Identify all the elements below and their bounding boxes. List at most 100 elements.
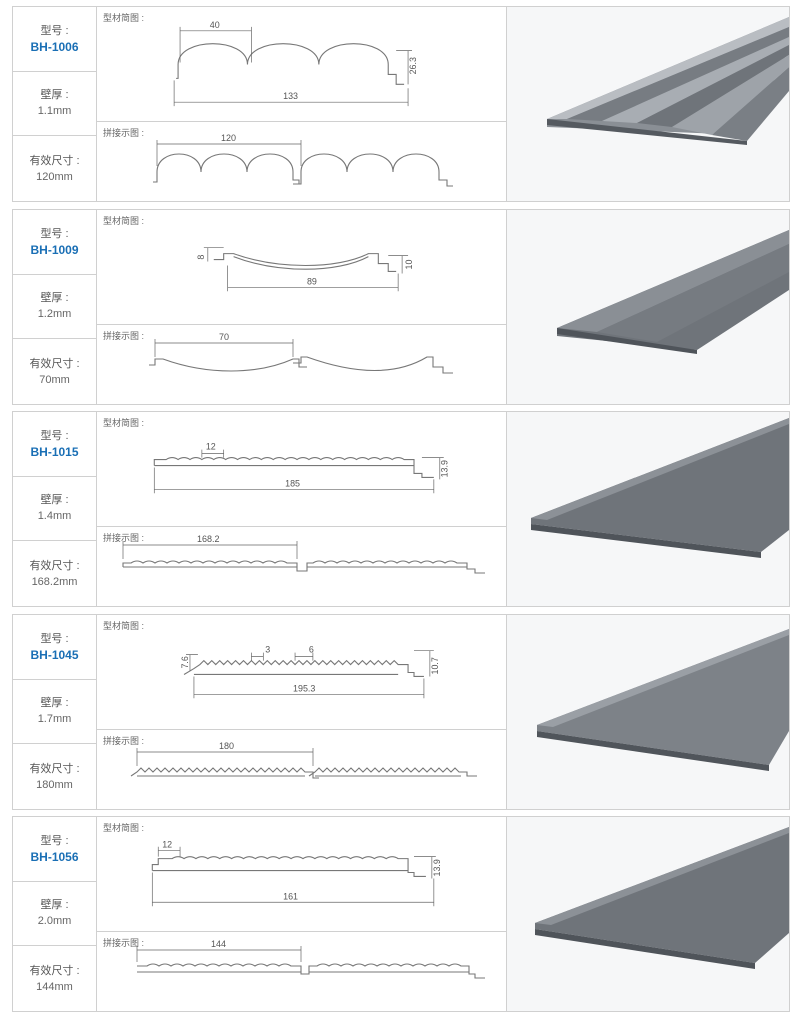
product-row-bh-1045: 型号 : BH-1045 壁厚 : 1.7mm 有效尺寸 : 180mm 型材简…	[12, 614, 790, 810]
dimension-label: 12	[162, 840, 172, 850]
dimension-label: 144	[211, 939, 226, 949]
assembly-drawing: 120	[153, 133, 453, 187]
dimension-line	[294, 652, 314, 661]
effective-size-value: 180mm	[36, 778, 73, 791]
dimension-line	[173, 80, 409, 107]
product-image	[507, 412, 789, 606]
profile-shape	[151, 856, 426, 878]
dimension-label: 12	[206, 442, 216, 452]
effective-size-value: 144mm	[36, 980, 73, 993]
product-row-bh-1056: 型号 : BH-1056 壁厚 : 2.0mm 有效尺寸 : 144mm 型材简…	[12, 816, 790, 1012]
profile-drawing-panel: 型材简图 : 7.6 3 6 10.7 195.3	[97, 615, 506, 730]
profile-shape	[130, 767, 319, 779]
dimension-label: 168.2	[197, 534, 220, 544]
profile-shape	[149, 358, 307, 372]
model-value: BH-1045	[30, 647, 79, 662]
thickness-value: 1.7mm	[37, 713, 72, 726]
product-row-bh-1015: 型号 : BH-1015 壁厚 : 1.4mm 有效尺寸 : 168.2mm 型…	[12, 411, 790, 607]
dimension-line	[227, 265, 399, 292]
effective-size-cell: 有效尺寸 : 144mm	[13, 946, 96, 1011]
thickness-cell: 壁厚 : 1.4mm	[13, 477, 96, 542]
dimension-line	[414, 650, 434, 677]
model-value: BH-1056	[30, 849, 79, 864]
dimension-label: 40	[210, 20, 220, 30]
profile-shape	[213, 253, 397, 273]
thickness-cell: 壁厚 : 2.0mm	[13, 882, 96, 947]
assembly-caption: 拼接示图 :	[103, 736, 145, 746]
product-image	[507, 615, 789, 809]
thickness-cell: 壁厚 : 1.7mm	[13, 680, 96, 745]
dimension-line	[203, 247, 224, 262]
profile-caption: 型材简图 :	[103, 823, 145, 833]
dimension-line	[157, 846, 181, 857]
dimension-label: 120	[221, 133, 236, 143]
dimension-line	[201, 449, 225, 458]
dimension-line	[154, 339, 294, 357]
dimension-label: 70	[219, 332, 229, 342]
profile-drawing-panel: 型材简图 : 12 13.9 161	[97, 817, 506, 932]
effective-size-value: 120mm	[36, 170, 73, 183]
model-label: 型号 :	[40, 429, 69, 442]
assembly-drawing: 144	[136, 939, 485, 979]
effective-size-cell: 有效尺寸 : 70mm	[13, 339, 96, 404]
profile-drawing: 40 26.3 133	[173, 20, 418, 107]
profile-drawing-panel: 型材简图 : 40 26.3 133	[97, 7, 506, 122]
drawing-column: 型材简图 : 12 13.9 185 拼接示图 :	[97, 412, 507, 606]
profile-drawing: 7.6 3 6 10.7 195.3	[180, 645, 440, 699]
thickness-value: 2.0mm	[37, 915, 72, 928]
profile-shape	[153, 153, 300, 184]
thickness-label: 壁厚 :	[40, 292, 69, 305]
dimension-label: 161	[283, 891, 298, 901]
dimension-label: 185	[285, 478, 300, 488]
panel-render-image	[557, 230, 789, 354]
model-cell: 型号 : BH-1045	[13, 615, 96, 680]
effective-size-cell: 有效尺寸 : 180mm	[13, 744, 96, 809]
dimension-line	[179, 26, 252, 63]
dimension-label: 133	[283, 91, 298, 101]
model-label: 型号 :	[40, 632, 69, 645]
thickness-value: 1.1mm	[37, 105, 72, 118]
dimension-label: 3	[265, 645, 270, 655]
profile-shape	[308, 767, 477, 777]
model-cell: 型号 : BH-1006	[13, 7, 96, 72]
dimension-label: 10	[404, 260, 414, 270]
drawing-column: 型材简图 : 12 13.9 161 拼接示图 :	[97, 817, 507, 1011]
profile-shape	[293, 356, 453, 374]
dimension-line	[136, 946, 302, 962]
assembly-caption: 拼接示图 :	[103, 533, 145, 543]
profile-shape	[122, 560, 303, 572]
profile-shape	[233, 256, 369, 270]
assembly-caption: 拼接示图 :	[103, 331, 145, 341]
dimension-line	[156, 140, 302, 166]
effective-size-label: 有效尺寸 :	[29, 964, 80, 977]
profile-drawing-panel: 型材简图 : 8 10 89	[97, 210, 506, 325]
dimension-label: 195.3	[293, 683, 315, 693]
dimension-label: 13.9	[440, 460, 450, 477]
dimension-line	[122, 541, 298, 559]
model-cell: 型号 : BH-1009	[13, 210, 96, 275]
profile-shape	[301, 963, 485, 979]
drawing-column: 型材简图 : 40 26.3 133 拼接示图 : 120	[97, 7, 507, 201]
product-image	[507, 210, 789, 404]
thickness-label: 壁厚 :	[40, 899, 69, 912]
model-cell: 型号 : BH-1056	[13, 817, 96, 882]
effective-size-cell: 有效尺寸 : 120mm	[13, 136, 96, 201]
model-cell: 型号 : BH-1015	[13, 412, 96, 477]
thickness-value: 1.4mm	[37, 510, 72, 523]
profile-caption: 型材简图 :	[103, 621, 145, 631]
model-label: 型号 :	[40, 834, 69, 847]
thickness-value: 1.2mm	[37, 308, 72, 321]
spec-column: 型号 : BH-1045 壁厚 : 1.7mm 有效尺寸 : 180mm	[13, 615, 97, 809]
dimension-line	[136, 748, 314, 766]
profile-caption: 型材简图 :	[103, 418, 145, 428]
assembly-drawing-panel: 拼接示图 : 70	[97, 325, 506, 404]
spec-column: 型号 : BH-1056 壁厚 : 2.0mm 有效尺寸 : 144mm	[13, 817, 97, 1011]
assembly-drawing-panel: 拼接示图 : 144	[97, 932, 506, 1011]
dimension-line	[151, 872, 435, 907]
panel-render-image	[535, 827, 789, 969]
model-label: 型号 :	[40, 227, 69, 240]
dimension-line	[193, 676, 425, 699]
panel-render-image	[547, 17, 789, 145]
dimension-label: 10.7	[430, 657, 440, 674]
profile-shape	[183, 659, 424, 678]
